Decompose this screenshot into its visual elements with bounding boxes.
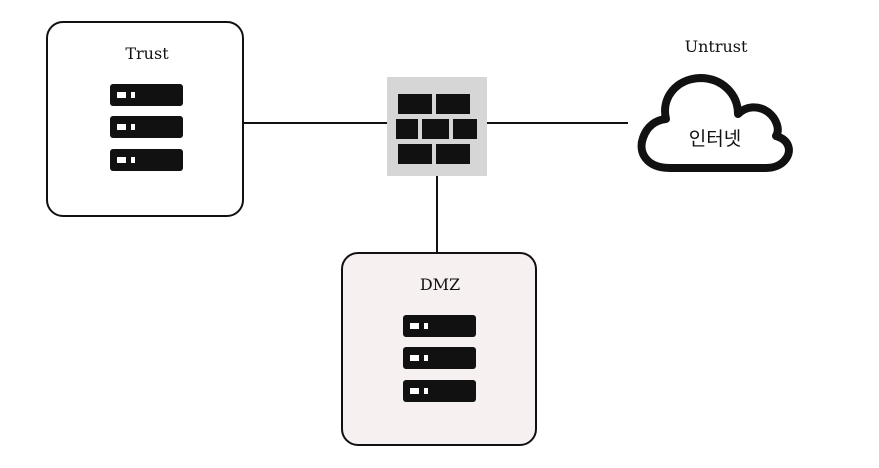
cloud-icon — [637, 74, 793, 172]
dmz-zone-label: DMZ — [420, 275, 460, 294]
connections — [243, 122, 628, 253]
server-rack-icon — [110, 84, 183, 171]
dmz-zone: DMZ — [341, 252, 537, 446]
firewall-icon — [387, 77, 487, 176]
server-rack-icon — [403, 315, 476, 402]
internet-label: 인터넷 — [689, 128, 741, 150]
trust-zone-label: Trust — [125, 44, 169, 63]
untrust-zone: Untrust 인터넷 — [637, 37, 793, 172]
untrust-zone-label: Untrust — [685, 37, 748, 56]
trust-zone: Trust — [46, 21, 244, 217]
